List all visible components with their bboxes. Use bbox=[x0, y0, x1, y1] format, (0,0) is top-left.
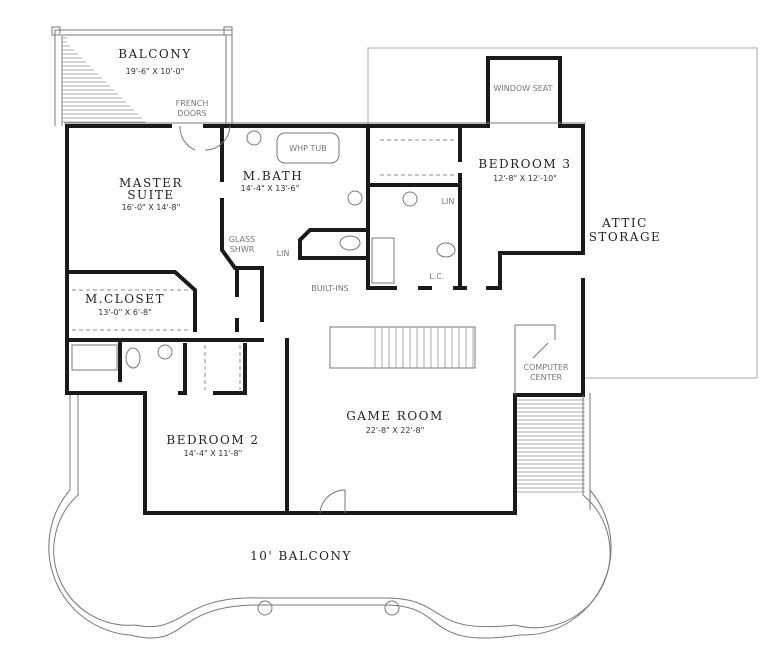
toilet-icon bbox=[339, 235, 361, 251]
master-closet-size: 13'-0" X 6'-8" bbox=[98, 308, 152, 317]
sink-icon bbox=[157, 344, 173, 360]
linen-label: LIN bbox=[277, 249, 290, 258]
linen-label-2: LIN bbox=[442, 197, 455, 206]
bathtub bbox=[71, 344, 118, 371]
window-seat-label: WINDOW SEAT bbox=[493, 84, 552, 93]
bathtub bbox=[371, 237, 395, 284]
top-balcony bbox=[51, 26, 233, 126]
attic-storage-label-2: STORAGE bbox=[589, 230, 662, 244]
built-ins-label: BUILT-INS bbox=[311, 284, 349, 293]
fixtures bbox=[71, 125, 456, 514]
bedroom-2-label: BEDROOM 2 bbox=[166, 433, 259, 447]
sink-icon bbox=[347, 190, 363, 206]
whp-tub-label: WHP TUB bbox=[289, 144, 327, 153]
computer-center-desk bbox=[514, 324, 556, 395]
master-suite-size: 16'-0" X 14'-8" bbox=[122, 203, 181, 212]
bedroom-3-size: 12'-8" X 12'-10" bbox=[493, 174, 557, 183]
master-closet-label: M.CLOSET bbox=[85, 292, 165, 306]
whirlpool-tub bbox=[276, 132, 340, 164]
french-doors-label: FRENCH bbox=[176, 99, 209, 108]
master-suite-label: MASTER bbox=[119, 176, 183, 190]
computer-center-label-2: CENTER bbox=[530, 373, 563, 382]
toilet-icon bbox=[436, 242, 456, 258]
interior-walls bbox=[65, 124, 585, 515]
balcony-top-label: BALCONY bbox=[118, 47, 191, 61]
glass-shower-label-2: SHWR bbox=[230, 245, 255, 254]
linen-closet-label: L.C. bbox=[429, 272, 444, 281]
master-bath-size: 14'-4" X 13'-6" bbox=[241, 184, 300, 193]
toilet-icon bbox=[125, 347, 141, 369]
exterior-stairs bbox=[517, 393, 591, 510]
column-icon bbox=[257, 600, 273, 616]
glass-shower-label: GLASS bbox=[229, 235, 255, 244]
game-room-size: 22'-8" X 22'-8" bbox=[366, 426, 425, 435]
french-doors-label-2: DOORS bbox=[177, 109, 206, 118]
balcony-top-size: 19'-6" X 10'-0" bbox=[126, 67, 185, 76]
front-balcony-label: 10' BALCONY bbox=[250, 549, 352, 563]
bedroom-2-size: 14'-4" X 11'-8" bbox=[184, 449, 243, 458]
column-icon bbox=[384, 600, 400, 616]
computer-center-label: COMPUTER bbox=[524, 363, 569, 372]
game-room-label: GAME ROOM bbox=[346, 409, 444, 423]
attic-storage-label: ATTIC bbox=[601, 216, 648, 230]
bedroom-3-label: BEDROOM 3 bbox=[478, 157, 571, 171]
master-bath-label: M.BATH bbox=[243, 169, 303, 183]
master-suite-label-2: SUITE bbox=[127, 188, 174, 202]
sink-icon bbox=[246, 130, 262, 146]
front-balcony bbox=[48, 395, 612, 639]
staircase bbox=[329, 326, 476, 369]
attic-storage-outline bbox=[367, 47, 758, 379]
sink-icon bbox=[402, 191, 418, 207]
